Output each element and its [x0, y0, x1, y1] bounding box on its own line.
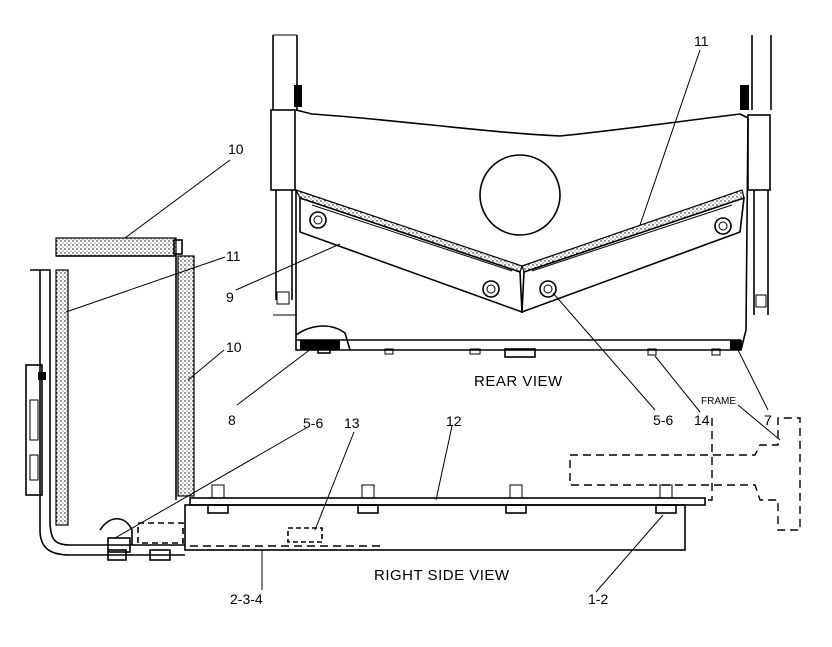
- frame-bracket: [569, 417, 801, 531]
- callout-11-left: 11: [226, 248, 241, 264]
- left-post: [270, 34, 302, 316]
- callout-11-top: 11: [694, 33, 709, 49]
- rear-view-title: REAR VIEW: [474, 373, 563, 390]
- side-view-title: RIGHT SIDE VIEW: [374, 567, 510, 584]
- rear-bottom-rail: [295, 325, 742, 358]
- leader-lines: [65, 49, 781, 593]
- callout-labels: 10 11 10 9 8 5-6 13 12 11 5-6 14 7 2-3-4…: [226, 33, 772, 607]
- callout-5-6-left: 5-6: [303, 415, 323, 431]
- callout-2-3-4: 2-3-4: [230, 591, 263, 607]
- right-side-view: [25, 237, 801, 561]
- callout-7: 7: [764, 412, 772, 428]
- callout-10-right: 10: [226, 339, 242, 355]
- seat-back: [25, 237, 195, 556]
- callout-1-2: 1-2: [588, 591, 608, 607]
- callout-14: 14: [694, 412, 710, 428]
- rear-panel-outline: [295, 109, 749, 351]
- seat-rail: [107, 484, 706, 561]
- v-cushion-frame: [294, 188, 745, 314]
- callout-12: 12: [446, 413, 462, 429]
- callout-8: 8: [228, 412, 236, 428]
- right-post: [740, 35, 772, 315]
- rear-hole: [479, 154, 561, 236]
- callout-13: 13: [344, 415, 360, 431]
- frame-label: FRAME: [701, 396, 736, 407]
- rear-view: [270, 34, 772, 358]
- callout-5-6-right: 5-6: [653, 412, 673, 428]
- callout-9: 9: [226, 289, 234, 305]
- callout-10-top: 10: [228, 141, 244, 157]
- view-titles: REAR VIEW RIGHT SIDE VIEW: [374, 373, 563, 584]
